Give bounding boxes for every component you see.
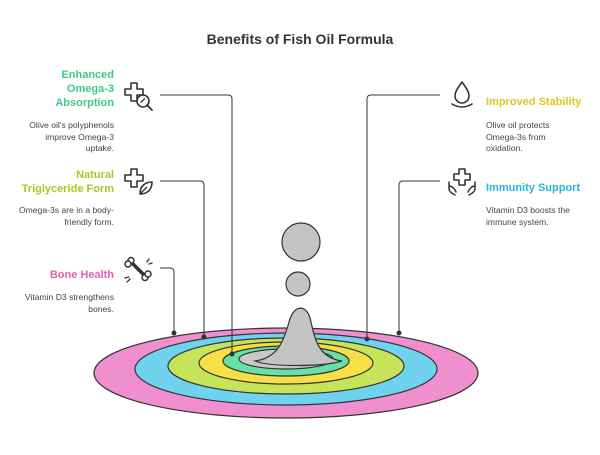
drop-large xyxy=(281,222,321,262)
desc-stability-line-2: Omega-3s from xyxy=(486,131,546,142)
connector-dots xyxy=(171,330,402,357)
dot-enhanced xyxy=(229,351,235,357)
heading-bone-line-1: Bone Health xyxy=(49,269,114,281)
care-hands-icon xyxy=(448,168,476,196)
dot-natural xyxy=(201,334,207,340)
heading-enhanced: Enhanced Omega-3 Absorption xyxy=(55,68,114,110)
connector-stability xyxy=(366,94,440,339)
desc-immunity: Vitamin D3 boosts the immune system. xyxy=(486,205,570,228)
desc-stability-line-3: oxidation. xyxy=(486,143,523,153)
dot-bone xyxy=(171,330,177,336)
heading-immunity: Immunity Support xyxy=(486,181,580,195)
heading-bone: Bone Health xyxy=(50,268,114,282)
heading-stability: Improved Stability xyxy=(486,95,581,109)
desc-natural: Omega-3s are in a body- friendly form. xyxy=(19,205,114,228)
heading-natural: Natural Triglyceride Form xyxy=(22,168,114,196)
connector-immunity xyxy=(398,180,440,333)
heading-stability-line-1: Improved Stability xyxy=(486,96,582,108)
heading-enhanced-line-3: Absorption xyxy=(55,97,114,109)
medical-leaf-icon xyxy=(124,168,153,195)
desc-bone-line-2: bones. xyxy=(88,303,114,314)
connector-natural xyxy=(160,180,205,337)
connector-enhanced xyxy=(160,94,233,354)
heading-natural-line-1: Natural xyxy=(76,169,114,181)
desc-enhanced-line-1: Olive oil's polyphenols xyxy=(29,120,114,130)
desc-enhanced: Olive oil's polyphenols improve Omega-3 … xyxy=(29,120,114,155)
desc-enhanced-line-2: improve Omega-3 xyxy=(45,131,114,142)
dot-immunity xyxy=(396,330,402,336)
heading-natural-line-2: Triglyceride Form xyxy=(21,183,114,195)
water-drop-icon xyxy=(451,81,473,108)
desc-bone-line-1: Vitamin D3 strengthens xyxy=(24,292,114,302)
desc-immunity-line-2: immune system. xyxy=(486,216,549,227)
desc-stability: Olive oil protects Omega-3s from oxidati… xyxy=(486,120,550,155)
drop-small xyxy=(285,271,311,297)
desc-natural-line-2: friendly form. xyxy=(64,216,114,227)
desc-bone: Vitamin D3 strengthens bones. xyxy=(25,292,114,315)
desc-enhanced-line-3: uptake. xyxy=(85,143,114,153)
dot-stability xyxy=(364,336,370,342)
heading-enhanced-line-1: Enhanced xyxy=(61,69,114,81)
desc-natural-line-1: Omega-3s are in a body- xyxy=(18,205,114,215)
desc-stability-line-1: Olive oil protects xyxy=(486,120,550,130)
connector-bone xyxy=(160,267,175,333)
diagram-title: Benefits of Fish Oil Formula xyxy=(206,31,394,47)
connector-lines xyxy=(160,94,440,354)
splash-peak xyxy=(252,307,343,367)
medical-search-icon xyxy=(124,82,153,111)
heading-enhanced-line-2: Omega-3 xyxy=(66,83,114,95)
bone-icon xyxy=(124,256,153,283)
desc-immunity-line-1: Vitamin D3 boosts the xyxy=(486,205,570,215)
heading-immunity-line-1: Immunity Support xyxy=(486,182,581,194)
